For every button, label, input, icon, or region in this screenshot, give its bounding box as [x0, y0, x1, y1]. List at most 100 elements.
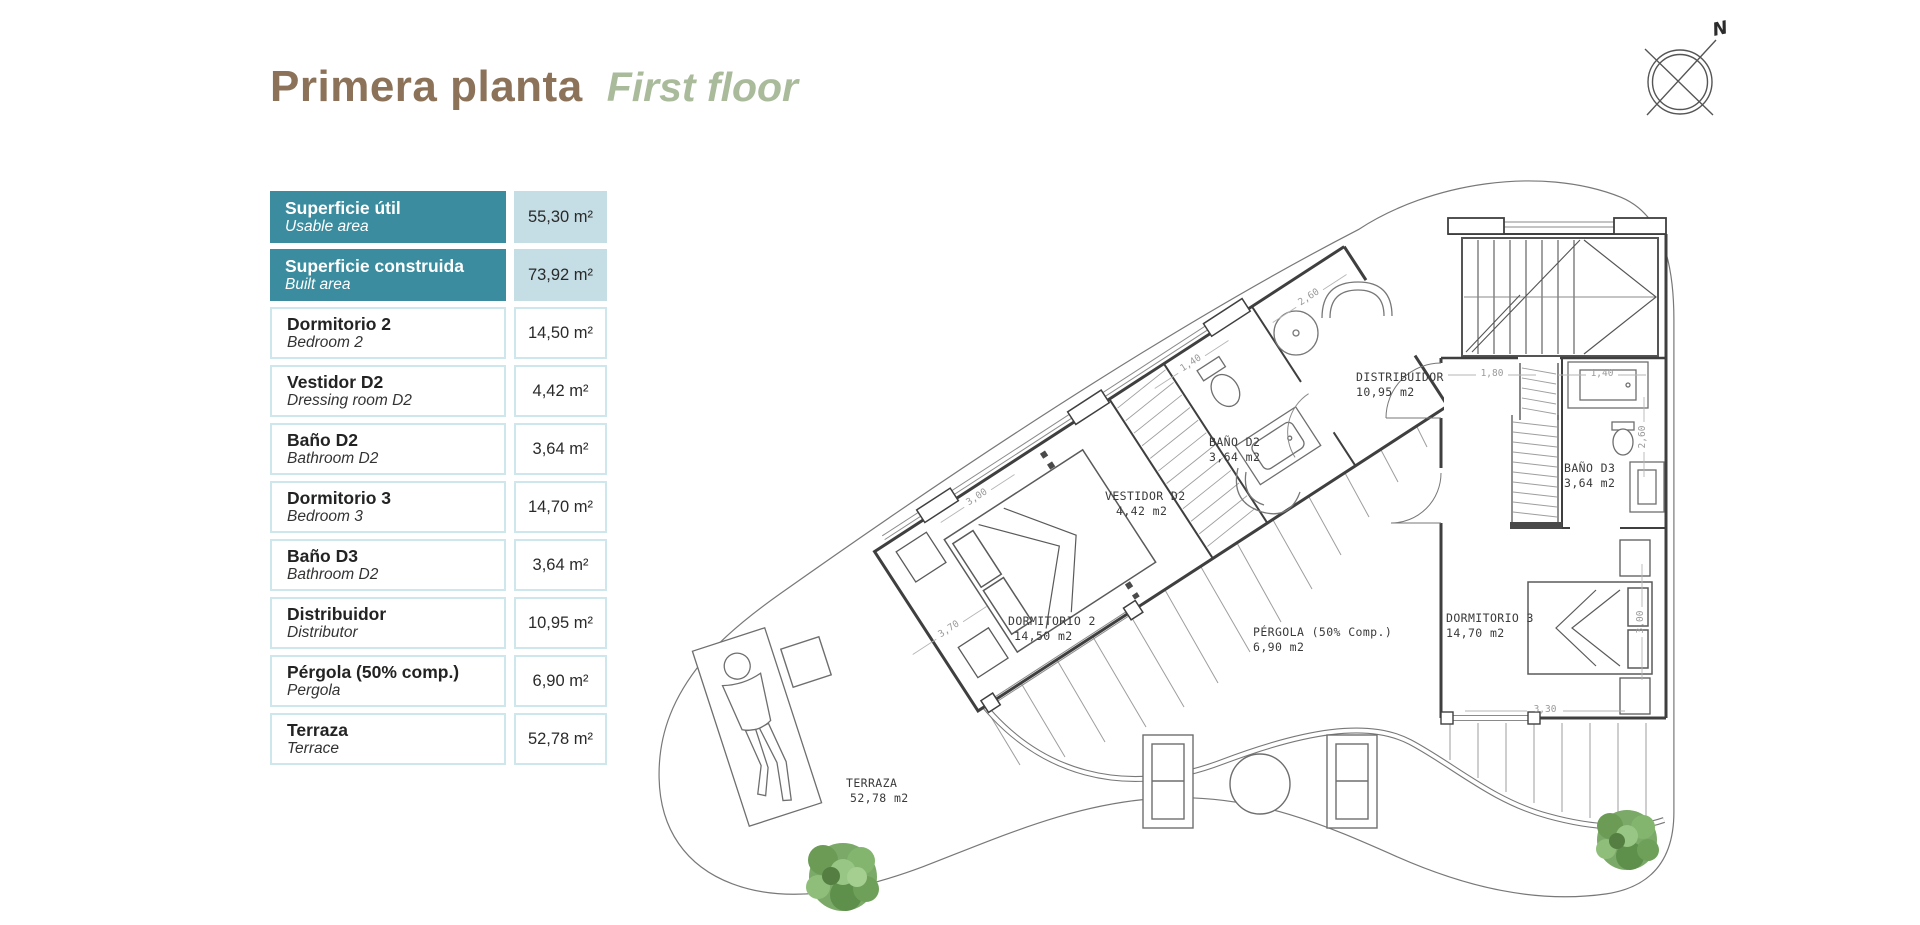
- row-value: 6,90 m²: [532, 671, 589, 690]
- entry-furnishings: [1235, 281, 1393, 515]
- row-value: 52,78 m²: [527, 729, 594, 748]
- row-name-es: Superficie construida: [285, 256, 464, 277]
- table-row: Pérgola (50% comp.)Pergola 6,90 m²: [270, 655, 610, 707]
- bed-2: [943, 448, 1157, 654]
- row-name-es: Baño D2: [287, 430, 358, 451]
- row-value: 14,70 m²: [527, 497, 594, 516]
- svg-text:1,40: 1,40: [1591, 368, 1614, 379]
- svg-text:BAÑO D2: BAÑO D2: [1209, 434, 1260, 449]
- page-title: Primera planta First floor: [270, 62, 798, 112]
- nightstand: [957, 626, 1009, 679]
- svg-text:6,90 m2: 6,90 m2: [1253, 640, 1304, 654]
- row-value: 4,42 m²: [532, 381, 589, 400]
- row-value: 55,30 m²: [527, 207, 594, 226]
- svg-text:1,80: 1,80: [1481, 368, 1504, 379]
- row-name-en: Terrace: [287, 740, 339, 758]
- row-name-es: Baño D3: [287, 546, 358, 567]
- room-label-dormitorio2: DORMITORIO 2 14,50 m2: [1008, 614, 1096, 643]
- svg-text:3,64 m2: 3,64 m2: [1209, 450, 1260, 464]
- terrace-inner-curve: [969, 688, 1666, 830]
- row-name-es: Terraza: [287, 720, 348, 741]
- person-leg: [744, 728, 769, 797]
- room-label-distribuidor: DISTRIBUIDOR 10,95 m2: [1356, 370, 1444, 399]
- svg-text:TERRAZA: TERRAZA: [846, 776, 897, 790]
- door-arc: [1287, 393, 1309, 458]
- svg-text:DISTRIBUIDOR: DISTRIBUIDOR: [1356, 370, 1444, 384]
- closet-hatch: [1117, 369, 1256, 547]
- dim-label: 3,00: [1635, 564, 1646, 680]
- row-value: 14,50 m²: [527, 323, 594, 342]
- person-leg: [758, 722, 792, 802]
- row-name-en: Bathroom D2: [287, 450, 379, 468]
- svg-text:DORMITORIO 3: DORMITORIO 3: [1446, 611, 1534, 625]
- window-piers: [915, 297, 1252, 524]
- nightstand: [1619, 539, 1651, 577]
- closet-hatch-d3: [1510, 415, 1562, 529]
- sun-lounger: [691, 626, 823, 828]
- dim-label: 1,40: [1558, 368, 1646, 379]
- bed-3: [1527, 581, 1653, 675]
- row-value: 10,95 m²: [527, 613, 594, 632]
- svg-text:DORMITORIO 2: DORMITORIO 2: [1008, 614, 1096, 628]
- room-label-pergola: PÉRGOLA (50% Comp.) 6,90 m2: [1253, 624, 1392, 654]
- nightstand: [895, 531, 947, 583]
- curved-chair: [1321, 281, 1393, 319]
- tree: [806, 843, 879, 911]
- svg-text:VESTIDOR D2: VESTIDOR D2: [1105, 489, 1186, 503]
- row-name-en: Bedroom 2: [287, 334, 363, 352]
- room-label-vestidor: VESTIDOR D2 4,42 m2: [1105, 489, 1186, 518]
- row-name-en: Pergola: [287, 682, 341, 700]
- row-name-es: Distribuidor: [287, 604, 387, 625]
- nightstand: [1619, 677, 1651, 715]
- page-title-english: First floor: [606, 64, 799, 110]
- row-name-es: Superficie útil: [285, 198, 401, 219]
- plant-circle: [1273, 310, 1319, 356]
- row-name-es: Dormitorio 2: [287, 314, 392, 335]
- svg-text:4,42 m2: 4,42 m2: [1116, 504, 1167, 518]
- row-name-en: Built area: [285, 276, 351, 294]
- svg-text:3,64 m2: 3,64 m2: [1564, 476, 1615, 490]
- row-value: 3,64 m²: [532, 439, 589, 458]
- room-label-dormitorio3: DORMITORIO 3 14,70 m2: [1446, 611, 1534, 640]
- svg-text:10,95 m2: 10,95 m2: [1356, 385, 1415, 399]
- dim-label: 2,60: [1637, 397, 1648, 477]
- room-label-terraza: TERRAZA 52,78 m2: [846, 776, 909, 805]
- svg-text:14,50 m2: 14,50 m2: [1014, 629, 1073, 643]
- bedroom2-wing: [872, 245, 1449, 714]
- row-name-en: Bathroom D2: [287, 566, 379, 584]
- dim-label: 3,30: [1465, 704, 1625, 715]
- terrace-armchairs: [1142, 734, 1378, 829]
- north-compass-icon: [1644, 39, 1717, 116]
- row-value: 3,64 m²: [532, 555, 589, 574]
- curved-chair: [1235, 467, 1301, 515]
- row-name-en: Dressing room D2: [287, 392, 412, 410]
- tree: [1596, 810, 1659, 870]
- room-label-banod3: BAÑO D3 3,64 m2: [1564, 460, 1615, 490]
- svg-text:3,30: 3,30: [1534, 704, 1557, 715]
- bathroom-d2-fixtures: [1196, 355, 1322, 486]
- svg-text:PÉRGOLA (50% Comp.): PÉRGOLA (50% Comp.): [1253, 624, 1392, 639]
- staircase: [1461, 237, 1659, 357]
- corridor-hatch: [1519, 363, 1559, 420]
- page-title-spanish: Primera planta: [270, 62, 583, 111]
- svg-text:14,70 m2: 14,70 m2: [1446, 626, 1505, 640]
- svg-text:3,00: 3,00: [1635, 610, 1646, 633]
- room-label-banod2: BAÑO D2 3,64 m2: [1209, 434, 1260, 464]
- row-name-es: Vestidor D2: [287, 372, 384, 393]
- dim-label: 1,80: [1448, 368, 1536, 379]
- svg-text:52,78 m2: 52,78 m2: [850, 791, 909, 805]
- pergola-slats: [984, 426, 1647, 827]
- row-name-es: Pérgola (50% comp.): [287, 662, 460, 683]
- round-table: [1229, 753, 1291, 815]
- row-name-en: Usable area: [285, 218, 369, 236]
- row-name-en: Distributor: [287, 624, 358, 642]
